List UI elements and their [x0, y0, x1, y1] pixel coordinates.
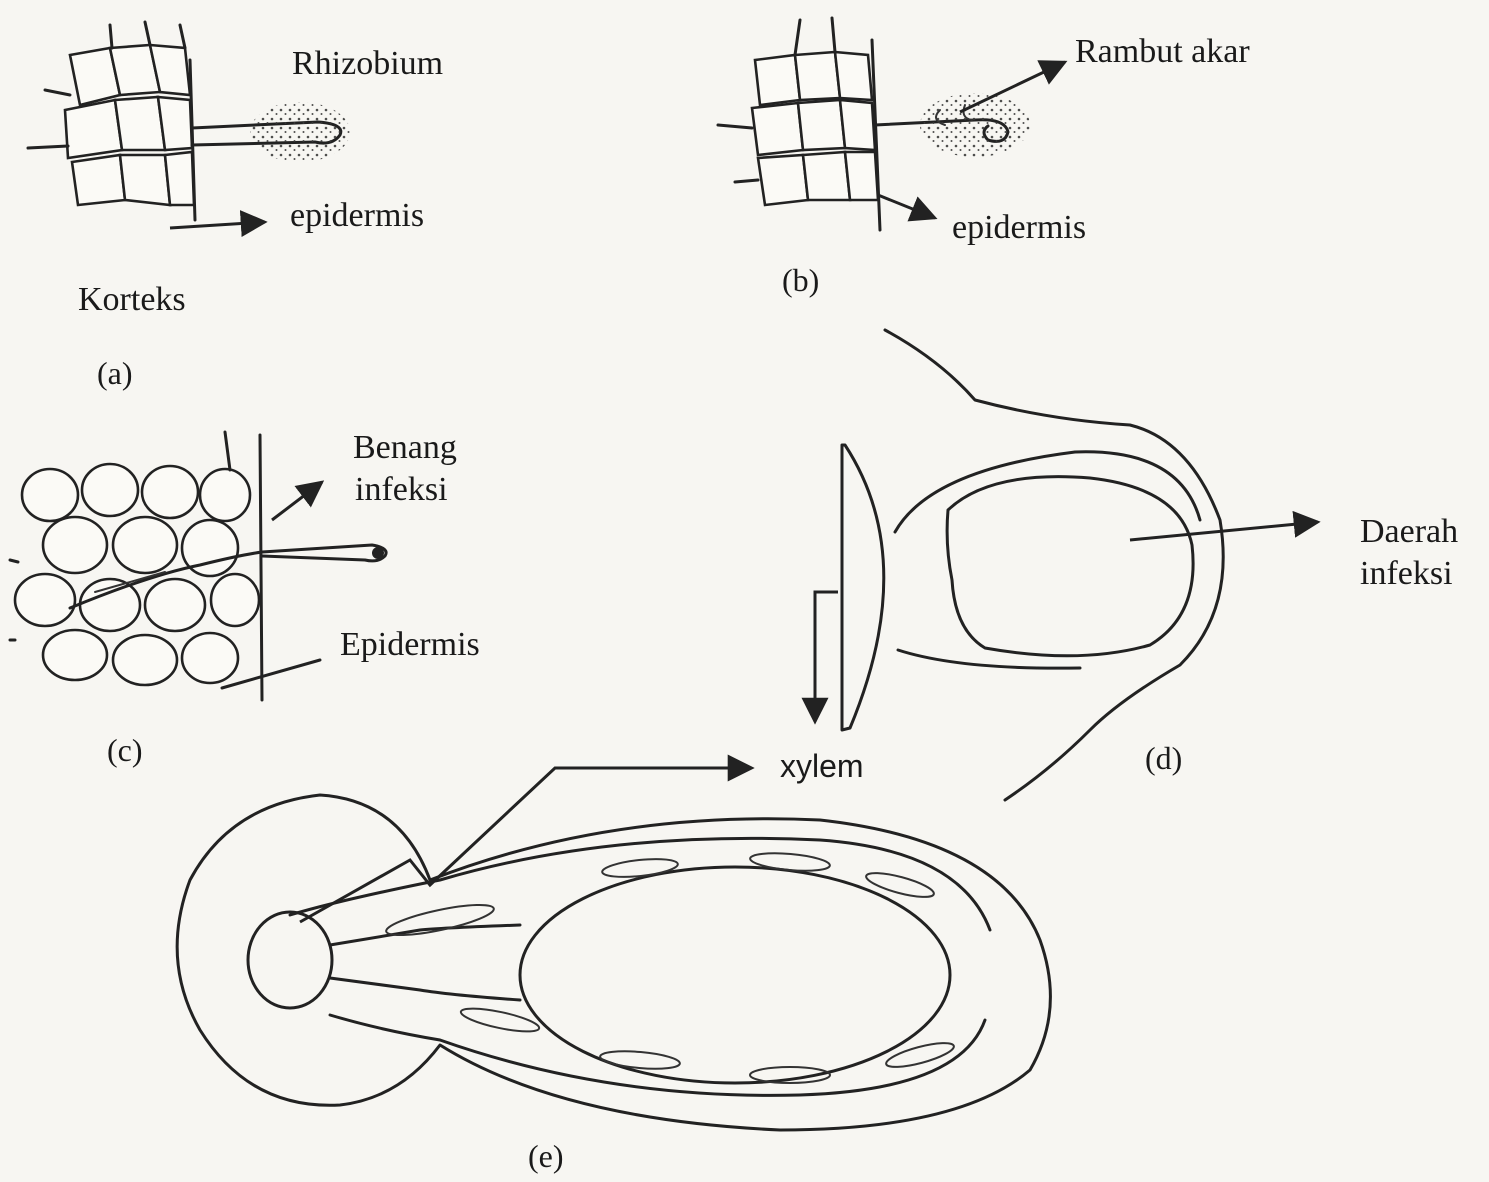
label-daerah: Daerah	[1360, 512, 1458, 551]
panel-a-cortex-cells	[28, 22, 195, 220]
panel-d-xylem-arrow	[815, 592, 838, 722]
panel-e-drawing	[177, 768, 1050, 1130]
label-infeksi-d: infeksi	[1360, 554, 1453, 593]
panel-d-daerah-infeksi-arrow	[1130, 522, 1318, 540]
panel-b-drawing	[718, 18, 1065, 230]
panel-c-benang-infeksi-arrow	[272, 482, 322, 520]
caption-d: (d)	[1145, 740, 1182, 777]
panel-e-xylem-bundle	[248, 912, 332, 1008]
label-epidermis-a: epidermis	[290, 196, 424, 235]
label-rhizobium: Rhizobium	[292, 44, 443, 83]
caption-a: (a)	[97, 355, 133, 392]
panel-d-nodule-neck	[895, 452, 1200, 668]
panel-c-drawing	[10, 432, 386, 700]
caption-b: (b)	[782, 262, 819, 299]
panel-b-rhizobium-cluster	[920, 93, 1030, 157]
label-xylem: xylem	[780, 748, 864, 785]
caption-e: (e)	[528, 1138, 564, 1175]
panel-e-bacteroid-cells	[384, 851, 956, 1083]
panel-d-infection-zone	[947, 477, 1193, 656]
panel-d-drawing	[815, 330, 1318, 800]
label-korteks: Korteks	[78, 280, 186, 319]
caption-c: (c)	[107, 732, 143, 769]
label-rambut-akar: Rambut akar	[1075, 32, 1250, 71]
panel-d-root-outline	[885, 330, 1223, 800]
label-infeksi-c: infeksi	[355, 470, 448, 509]
panel-d-vascular-crescent	[842, 445, 884, 730]
label-epidermis-b: epidermis	[952, 208, 1086, 247]
panel-a-rhizobium-cluster	[250, 102, 350, 162]
panel-b-cortex-cells	[718, 18, 880, 230]
label-epidermis-c: Epidermis	[340, 625, 480, 664]
panel-e-vascular-strands	[330, 925, 520, 1000]
panel-e-xylem-arrow	[300, 768, 752, 922]
label-benang: Benang	[353, 428, 457, 467]
panel-c-thread-tip	[372, 547, 384, 559]
panel-a-epidermis-arrow	[170, 222, 265, 228]
panel-e-infected-tissue	[520, 867, 950, 1083]
panel-b-epidermis-arrow	[878, 195, 935, 218]
panel-c-cortex-cells	[10, 432, 262, 700]
